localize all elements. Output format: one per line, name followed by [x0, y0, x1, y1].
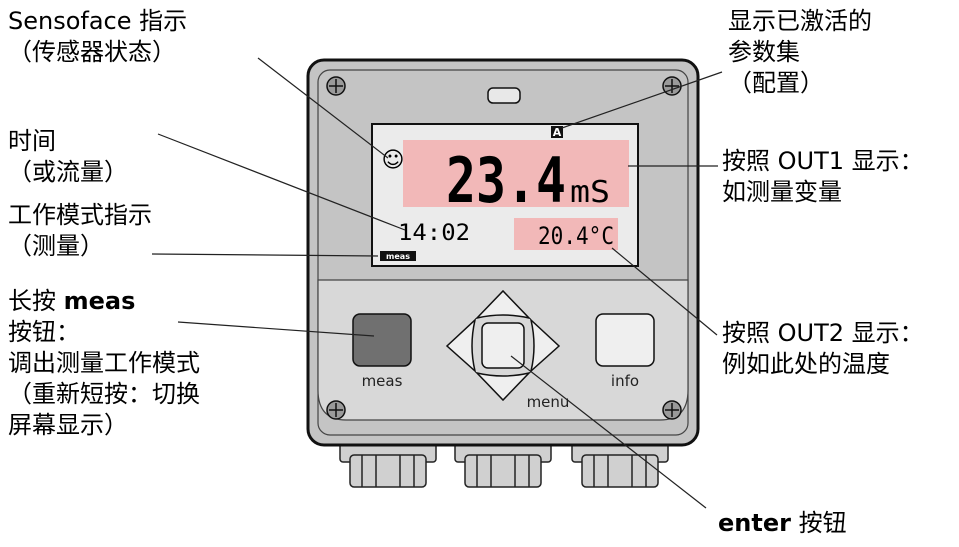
housing-inner-edge [317, 69, 689, 436]
menu-label: menu [527, 393, 570, 411]
arrow-up-button[interactable] [474, 289, 532, 320]
sensoface-label: Sensoface 指示 （传感器状态） [8, 7, 188, 66]
cable-gland-left [339, 439, 437, 488]
cable-gland-right [571, 439, 669, 488]
mode-label: 工作模式指示 （测量） [8, 201, 152, 260]
meas-key-label: 长按 meas 按钮： 调出测量工作模式 （重新短按：切换 屏幕显示） [8, 287, 200, 439]
leader-paramset [561, 71, 723, 129]
main-unit: mS [570, 175, 610, 210]
leader-enter [510, 355, 707, 509]
out1-label: 按照 OUT1 显示： 如测量变量 [722, 147, 924, 206]
cable-gland-center [454, 439, 552, 488]
mode-badge [380, 251, 416, 261]
enter-key-label: enter 按钮 [718, 509, 847, 537]
main-value: 23.4 [446, 144, 566, 217]
paramset-badge [551, 126, 563, 138]
arrow-left-button[interactable] [445, 317, 477, 374]
status-window [487, 87, 521, 104]
meas-button-label: meas [362, 372, 403, 390]
leader-out2 [611, 247, 718, 336]
mode-badge-text: meas [386, 252, 410, 261]
screw-icon [326, 400, 346, 420]
leader-time [157, 133, 406, 231]
corner-screws [326, 76, 682, 420]
leader-lines [151, 57, 723, 509]
cable-glands [339, 439, 669, 488]
leader-meas [177, 321, 375, 337]
enter-button[interactable] [481, 322, 525, 369]
leader-mode [151, 253, 379, 257]
leader-sensoface [257, 57, 389, 159]
temperature-display: 20.4°C [538, 222, 614, 250]
temperature-highlight [514, 218, 618, 250]
out2-label: 按照 OUT2 显示： 例如此处的温度 [722, 319, 924, 378]
time-display: 14:02 [398, 221, 470, 246]
main-value-highlight [403, 140, 629, 207]
paramset-letter: A [553, 126, 562, 139]
time-label: 时间 （或流量） [8, 127, 128, 186]
arrow-down-button[interactable] [474, 371, 532, 402]
screw-icon [662, 400, 682, 420]
screw-icon [326, 76, 346, 96]
sensoface-icon: ☺ [382, 148, 405, 173]
meas-button[interactable] [352, 313, 412, 367]
paramset-label: 显示已激活的 参数集 （配置） [728, 7, 872, 97]
info-button[interactable] [595, 313, 655, 367]
info-button-label: info [611, 372, 639, 390]
